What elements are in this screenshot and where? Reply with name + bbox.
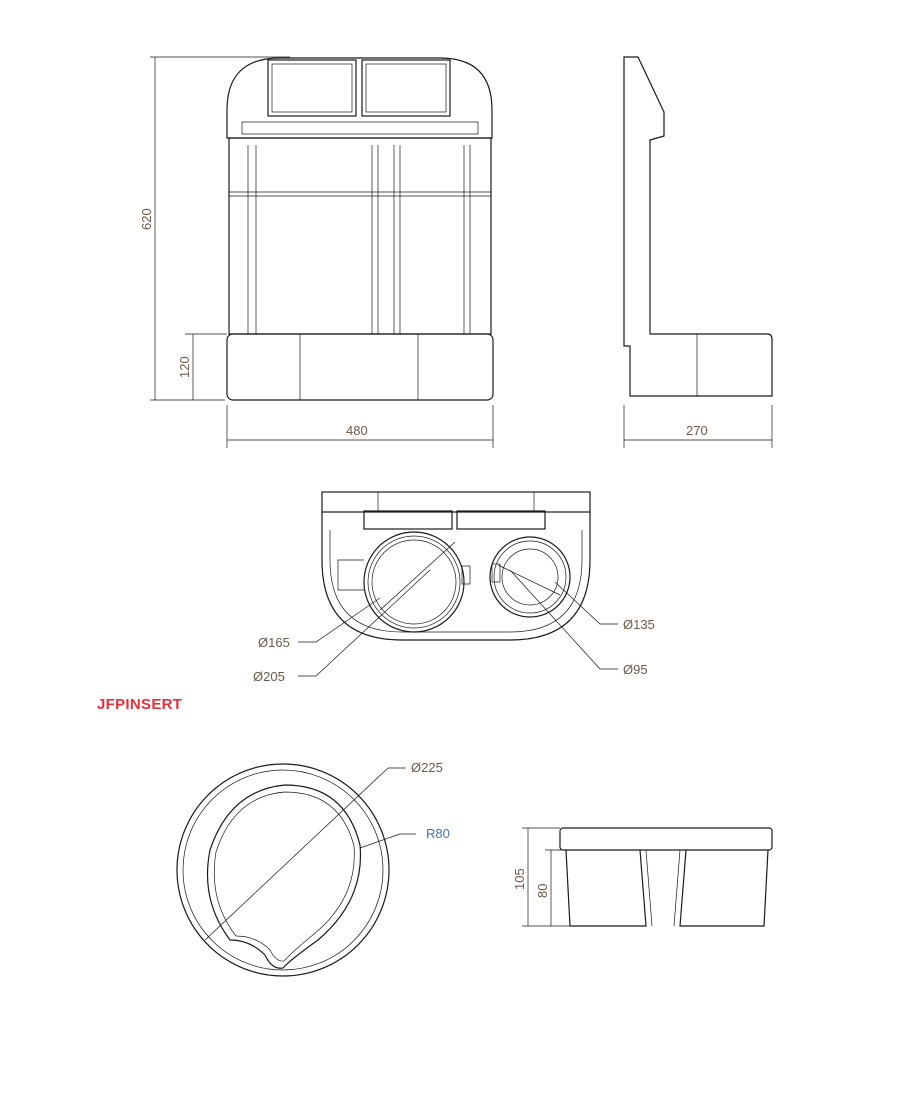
diameter-165-label: Ø165	[258, 635, 290, 650]
side-view: 270	[623, 56, 773, 448]
base-height-dimension: 120	[177, 356, 192, 378]
height-dimension: 620	[139, 208, 154, 230]
insert-section-title: JFPINSERT	[97, 696, 183, 713]
width-dimension: 480	[346, 423, 368, 438]
height-80-label: 80	[535, 884, 550, 898]
insert-side-view: 105 80	[512, 827, 773, 927]
radius-80-label: R80	[426, 826, 450, 841]
top-view: Ø165 Ø205 Ø135 Ø95	[253, 491, 655, 684]
diameter-225-label: Ø225	[411, 760, 443, 775]
height-105-label: 105	[512, 868, 527, 890]
front-view: 620 120 480	[139, 56, 494, 448]
insert-top-view: Ø225 R80	[176, 760, 450, 977]
diameter-95-label: Ø95	[623, 662, 648, 677]
diameter-205-label: Ø205	[253, 669, 285, 684]
depth-dimension: 270	[686, 423, 708, 438]
diameter-135-label: Ø135	[623, 617, 655, 632]
